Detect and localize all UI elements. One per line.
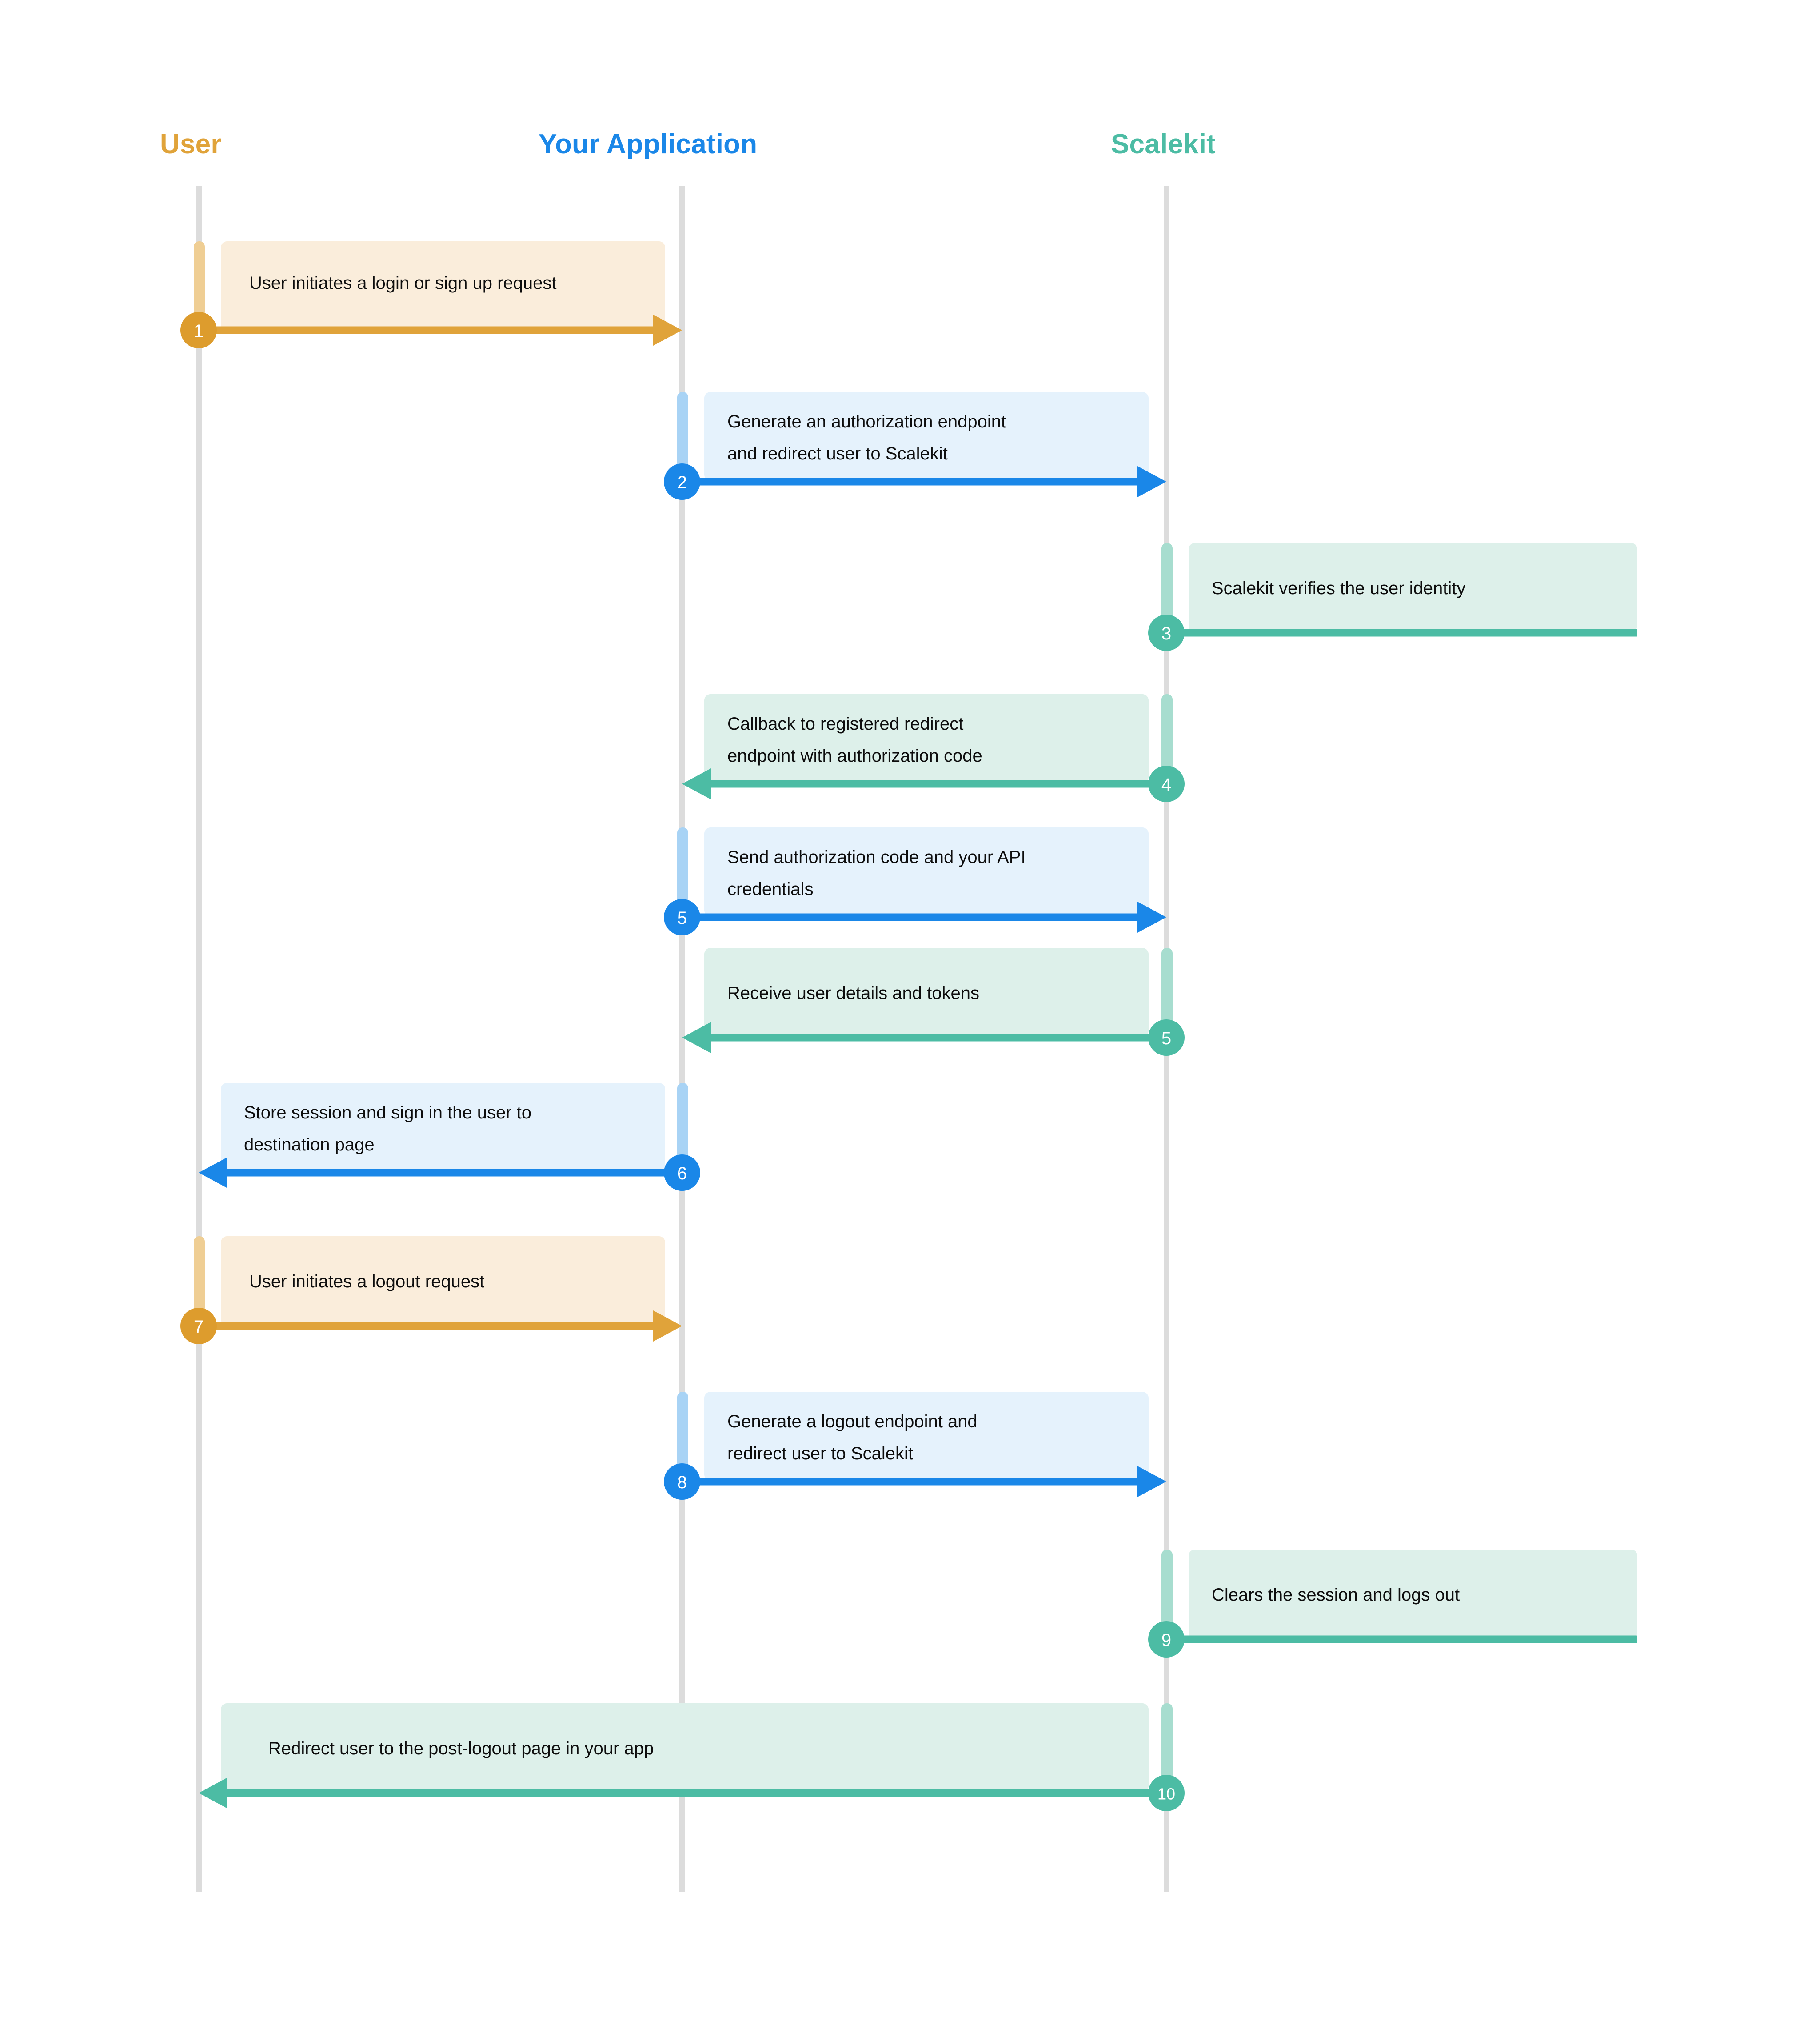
step-3[interactable]: Scalekit verifies the user identity 3 xyxy=(1148,543,1637,651)
step-number-badge[interactable] xyxy=(1148,615,1185,651)
message-label: Receive user details and tokens xyxy=(727,983,979,1003)
lifeline-title-user: User xyxy=(160,129,222,160)
step-5-call[interactable]: Send authorization code and your API cre… xyxy=(664,827,1166,935)
step-number-badge[interactable] xyxy=(664,463,700,500)
step-8[interactable]: Generate a logout endpoint and redirect … xyxy=(664,1392,1166,1500)
message-arrowhead xyxy=(1138,1466,1166,1497)
message-arrowhead xyxy=(1138,902,1166,933)
activation-bar xyxy=(1161,1703,1173,1784)
step-4[interactable]: Callback to registered redirect endpoint… xyxy=(682,694,1185,802)
step-number-label: 5 xyxy=(677,908,687,928)
message-label: Callback to registered redirect endpoint… xyxy=(727,714,982,766)
message-line-1: Store session and sign in the user to xyxy=(244,1103,531,1122)
message-box xyxy=(1189,1550,1637,1638)
message-box xyxy=(704,392,1149,481)
activation-bar xyxy=(1161,1550,1173,1630)
lifeline-title-app: Your Application xyxy=(539,129,757,160)
step-number-label: 4 xyxy=(1161,775,1171,795)
step-number-label: 10 xyxy=(1157,1785,1175,1803)
step-number-label: 9 xyxy=(1161,1630,1171,1650)
message-label: User initiates a logout request xyxy=(249,1272,484,1291)
message-label-line-1: User initiates a login or sign up reques… xyxy=(249,273,556,293)
message-line-2: redirect user to Scalekit xyxy=(727,1444,913,1463)
message-box xyxy=(704,827,1149,916)
message-box xyxy=(221,1083,665,1172)
message-line-1: Send authorization code and your API xyxy=(727,847,1026,867)
message-box xyxy=(704,694,1149,783)
message-arrowhead xyxy=(199,1157,228,1188)
activation-bar xyxy=(1161,948,1173,1029)
step-number-label: 3 xyxy=(1161,624,1171,643)
activation-bar xyxy=(677,827,688,908)
step-number-label: 8 xyxy=(677,1473,687,1492)
message-label: Generate a logout endpoint and redirect … xyxy=(727,1412,982,1463)
activation-bar xyxy=(677,392,688,473)
step-number-badge[interactable] xyxy=(664,1463,700,1500)
lifeline-headers: User Your Application Scalekit xyxy=(160,129,1216,160)
step-9[interactable]: Clears the session and logs out 9 xyxy=(1148,1550,1637,1658)
message-line-2: endpoint with authorization code xyxy=(727,746,982,766)
step-5-return[interactable]: Receive user details and tokens 5 xyxy=(682,948,1185,1056)
activation-bar xyxy=(677,1083,688,1164)
message-line-1: Generate a logout endpoint and xyxy=(727,1412,978,1431)
activation-bar xyxy=(1161,694,1173,775)
message-line-1: Callback to registered redirect xyxy=(727,714,963,734)
step-number-badge[interactable] xyxy=(1148,1621,1185,1658)
step-number-label: 1 xyxy=(194,321,204,341)
activation-bar xyxy=(194,1236,205,1317)
message-label: Redirect user to the post-logout page in… xyxy=(268,1739,654,1758)
message-label: Store session and sign in the user to de… xyxy=(244,1103,536,1154)
step-7[interactable]: User initiates a logout request 7 xyxy=(180,1236,682,1344)
activation-bar xyxy=(194,241,205,322)
message-box xyxy=(704,1392,1149,1481)
step-1[interactable]: User initiates a login or sign up reques… xyxy=(180,241,682,348)
message-arrowhead xyxy=(653,1310,682,1342)
message-label: Scalekit verifies the user identity xyxy=(1212,579,1465,598)
message-box xyxy=(221,1236,665,1325)
message-box xyxy=(221,1703,1149,1792)
message-box xyxy=(704,948,1149,1037)
step-number-badge[interactable] xyxy=(1148,766,1185,802)
message-label: Clears the session and logs out xyxy=(1212,1585,1460,1605)
step-number-label: 7 xyxy=(194,1317,204,1337)
step-2[interactable]: Generate an authorization endpoint and r… xyxy=(664,392,1166,500)
activation-bar xyxy=(677,1392,688,1473)
message-line-2: and redirect user to Scalekit xyxy=(727,444,948,463)
step-number-label: 2 xyxy=(677,473,687,492)
step-6[interactable]: Store session and sign in the user to de… xyxy=(199,1083,700,1191)
step-number-label: 6 xyxy=(677,1164,687,1183)
step-number-badge[interactable] xyxy=(664,899,700,935)
message-arrowhead xyxy=(199,1777,228,1809)
step-number-badge[interactable] xyxy=(664,1154,700,1191)
message-label: Send authorization code and your API cre… xyxy=(727,847,1031,899)
message-arrowhead xyxy=(653,315,682,346)
step-10[interactable]: Redirect user to the post-logout page in… xyxy=(199,1703,1185,1811)
step-number-badge[interactable] xyxy=(1148,1019,1185,1056)
activation-bar xyxy=(1161,543,1173,624)
message-arrowhead xyxy=(682,1022,711,1053)
lifeline-title-scalekit: Scalekit xyxy=(1111,129,1216,160)
message-box xyxy=(221,241,665,330)
message-box xyxy=(1189,543,1637,632)
step-number-label: 5 xyxy=(1161,1029,1171,1048)
message-arrowhead xyxy=(1138,466,1166,497)
message-line-2: destination page xyxy=(244,1135,375,1154)
message-arrowhead xyxy=(682,768,711,799)
message-line-1: Generate an authorization endpoint xyxy=(727,412,1006,431)
message-label: Generate an authorization endpoint and r… xyxy=(727,412,1011,463)
step-number-badge[interactable] xyxy=(180,312,217,348)
step-number-badge[interactable] xyxy=(180,1308,217,1344)
step-number-badge[interactable] xyxy=(1148,1775,1185,1811)
message-line-2: credentials xyxy=(727,879,813,899)
lifeline-rule-user xyxy=(196,186,202,1892)
